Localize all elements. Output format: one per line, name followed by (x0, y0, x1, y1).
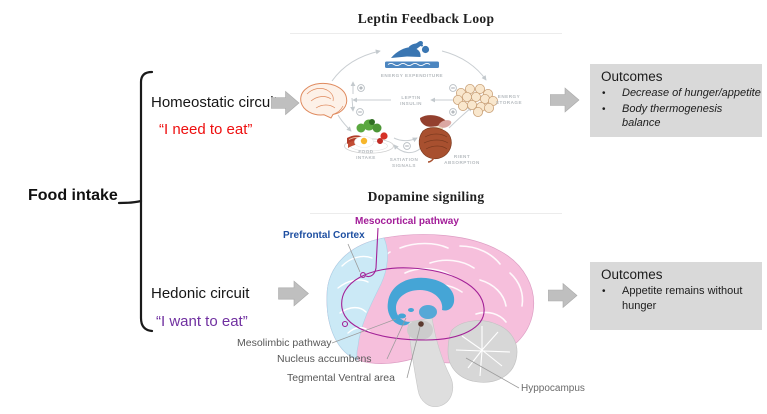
leptin-loop-title: Leptin Feedback Loop (357, 11, 495, 26)
bullet-icon: • (602, 88, 606, 99)
swimmer-icon (385, 40, 439, 68)
nutrient-absorption-label: ABSORPTION (444, 160, 480, 165)
outcomes-title: Outcomes (601, 267, 663, 282)
energy-storage-label: ENERGY (498, 94, 520, 99)
block-arrow-icon (278, 280, 309, 307)
food-plate-icon (344, 119, 394, 154)
plus-icon (357, 84, 365, 92)
divider (310, 213, 562, 214)
outcome-bullet: • Appetite remains without hunger (602, 285, 743, 312)
energy-storage-label: STORAGE (496, 100, 522, 105)
nucleus-accumbens-label: Nucleus accumbens (277, 353, 372, 365)
food-intake-loop-label: FOOD (358, 149, 373, 154)
homeostatic-quote: “I need to eat” (159, 121, 253, 138)
nucleus-accumbens-dot (398, 313, 406, 319)
block-arrow-icon (550, 87, 580, 113)
digestive-organs-icon (418, 115, 452, 163)
mesocortical-pathway-label: Mesocortical pathway (355, 216, 459, 227)
nutrient-absorption-label: RIENT (454, 154, 470, 159)
fat-cells-icon (452, 83, 498, 117)
leader-line (331, 243, 520, 389)
deep-structure-dot (408, 308, 414, 312)
hedonic-quote: “I want to eat” (156, 313, 248, 330)
homeostatic-circuit-label: Homeostatic circuit (151, 94, 278, 111)
dopamine-pathway-line (341, 227, 485, 341)
outcome-bullet: • Body thermogenesis balance (602, 102, 723, 130)
outcome-bullet: • Decrease of hunger/appetite (590, 86, 762, 102)
food-intake-label: Food intake (28, 187, 118, 204)
mesolimbic-pathway-label: Mesolimbic pathway (237, 337, 332, 349)
satiation-signals-label: SATIATION (390, 157, 419, 162)
leptin-label: LEPTIN (401, 95, 421, 100)
divider (290, 33, 562, 34)
energy-expenditure-label: ENERGY EXPENDITURE (381, 73, 443, 78)
pons-shape (407, 320, 433, 340)
ventral-tegmental-dot (418, 321, 424, 327)
minus-icon (403, 142, 411, 150)
loop-arrows (331, 49, 487, 153)
dopamine-title: Dopamine signiling (367, 189, 485, 204)
tegmental-ventral-label: Tegmental Ventral area (287, 372, 395, 384)
corpus-callosum-shape (387, 277, 455, 326)
hedonic-circuit-label: Hedonic circuit (151, 285, 250, 302)
brain-icon (300, 82, 348, 119)
outcomes-title: Outcomes (601, 69, 663, 84)
outcomes-box-top: Outcomes • Decrease of hunger/appetite •… (590, 64, 762, 137)
bullet-icon: • (602, 103, 606, 115)
thalamus-shape (419, 305, 437, 319)
block-arrow-icon (271, 90, 300, 116)
minus-icon (449, 84, 457, 92)
satiation-signals-label: SIGNALS (392, 163, 416, 168)
food-intake-bracket (117, 70, 154, 333)
insulin-label: INSULIN (400, 101, 422, 106)
food-intake-loop-label: INTAKE (356, 155, 376, 160)
block-arrow-icon (548, 282, 578, 309)
plus-icon (449, 108, 457, 116)
minus-icon (356, 108, 364, 116)
cerebellum-lines (455, 326, 511, 377)
hippocampus-label: Hyppocampus (521, 383, 585, 394)
outcomes-box-bottom: Outcomes • Appetite remains without hung… (590, 262, 762, 330)
bullet-icon: • (602, 286, 606, 297)
brain-diagram (326, 227, 535, 407)
prefrontal-region (326, 237, 388, 361)
prefrontal-cortex-label: Prefrontal Cortex (283, 230, 365, 241)
leptin-loop-diagram: ENERGY EXPENDITURE LEPTIN INSULIN ENERGY… (300, 40, 522, 168)
